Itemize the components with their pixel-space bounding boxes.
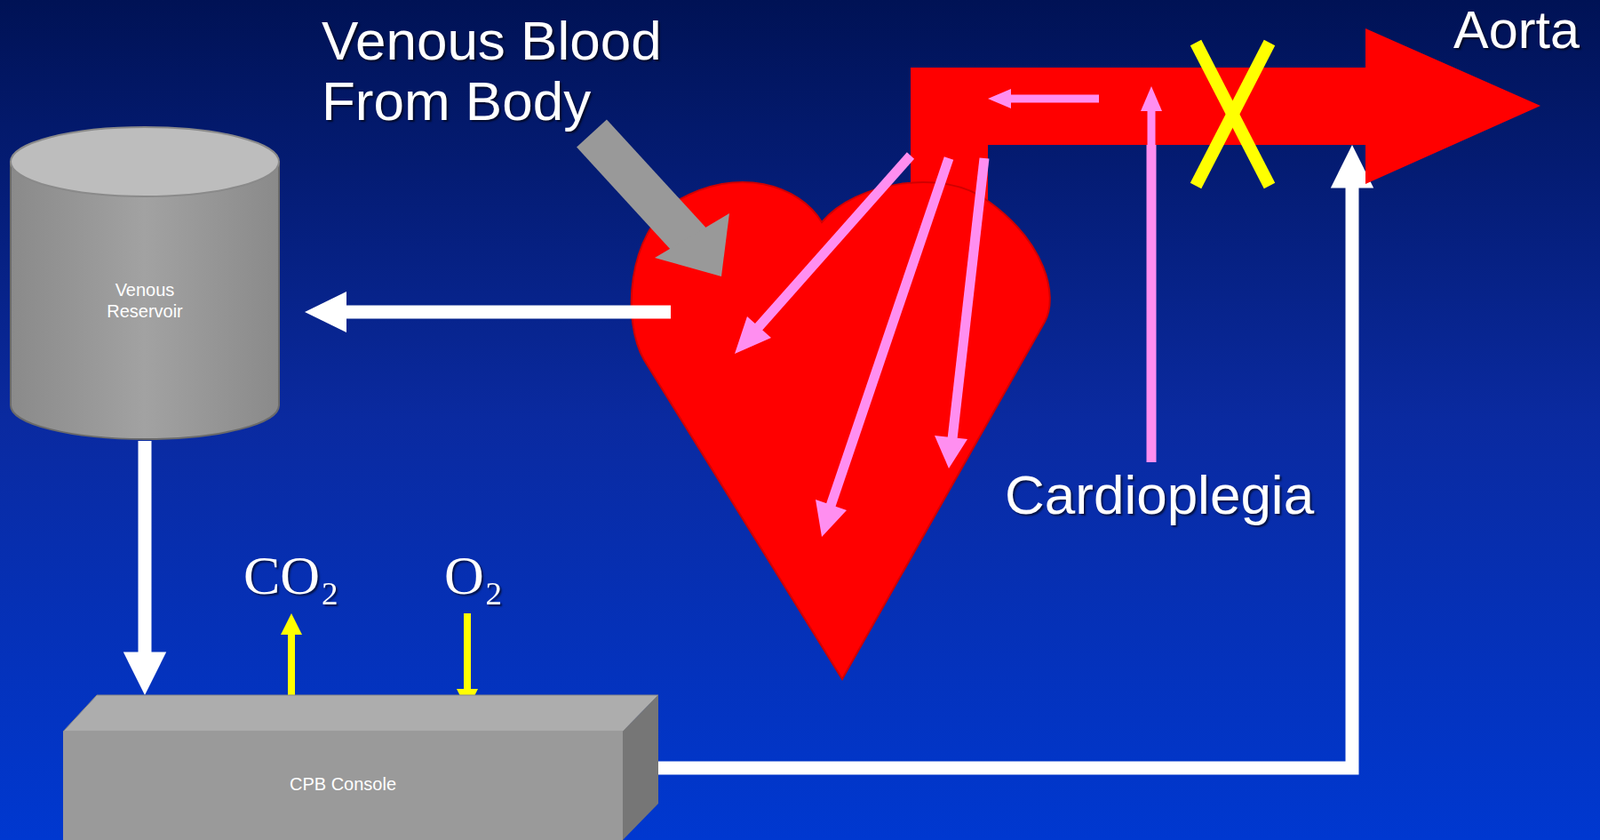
cardioplegia-label: Cardioplegia (1004, 463, 1314, 526)
cylinder-top (10, 127, 279, 197)
inflow-label: Venous Blood From Body (321, 10, 704, 132)
node-shape (63, 694, 659, 840)
heart (631, 182, 1051, 679)
flow-connector (123, 440, 167, 695)
venous-drainage-arrow (304, 291, 671, 333)
console-top (63, 694, 659, 732)
cpb-console: CPB Console (63, 694, 659, 840)
cross-clamp (1195, 42, 1270, 186)
gas-label: O₂ (444, 543, 503, 606)
node-text: Aorta (910, 0, 1595, 59)
aorta-shaft (910, 67, 1367, 145)
cylinder-body (10, 161, 279, 439)
node-text: CPB Console (63, 772, 623, 795)
console-side (622, 694, 659, 840)
venous-reservoir: Venous Reservoir (9, 126, 280, 441)
aorta-arrow: Aorta (910, 0, 1595, 187)
gas-label: CO₂ (243, 543, 340, 606)
console-front (63, 731, 623, 840)
node-text: Venous Reservoir (82, 278, 207, 322)
venous-inflow-arrow (591, 133, 730, 277)
flow-connector (658, 144, 1374, 768)
cardioplegia-arrow (987, 86, 1163, 148)
